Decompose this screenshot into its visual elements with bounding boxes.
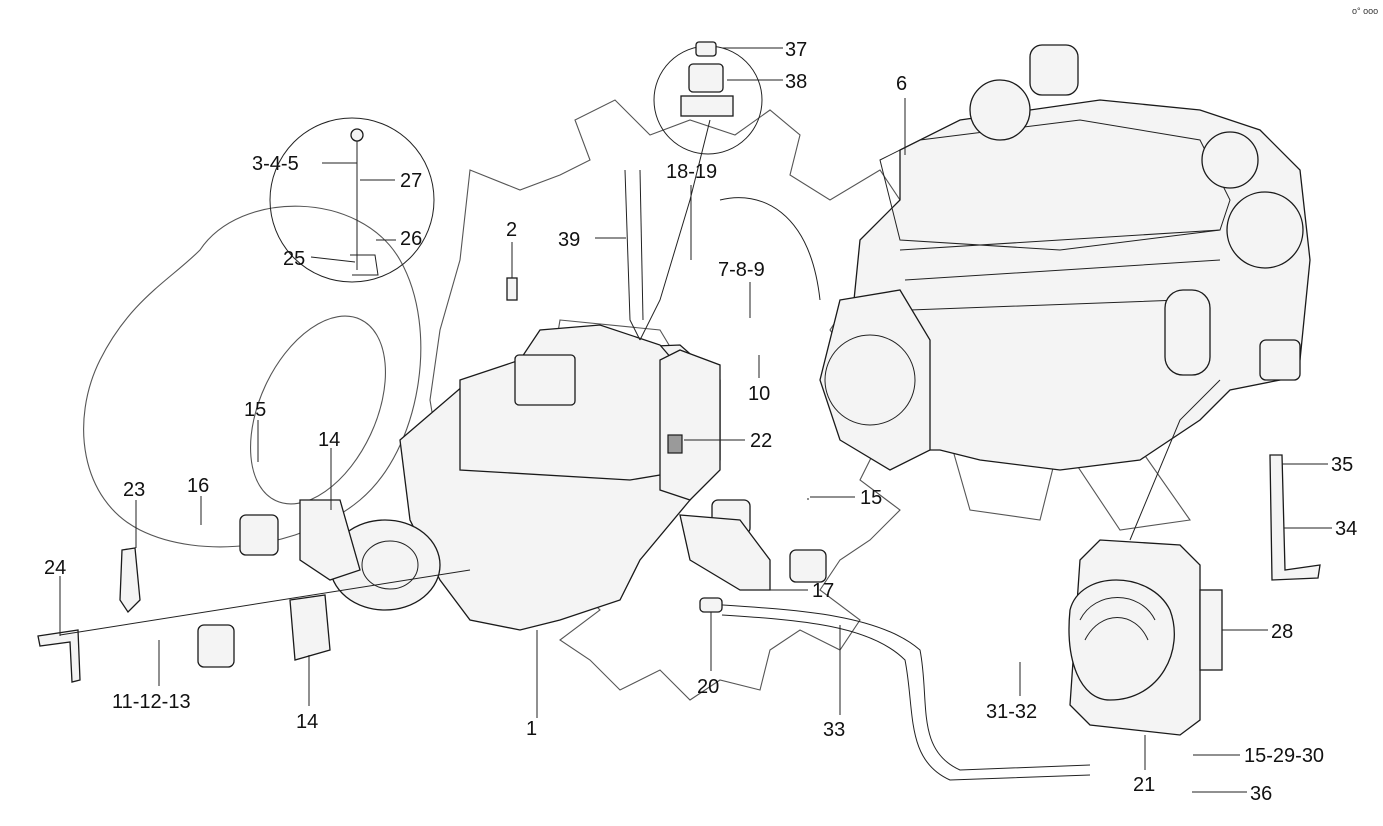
- engine: [819, 44, 1311, 471]
- callout-24: 24: [44, 557, 66, 579]
- mount-upper-left: [239, 514, 279, 556]
- callout-37: 37: [785, 39, 807, 61]
- bracket-24: [37, 629, 81, 683]
- sensor-cap: [695, 41, 717, 57]
- engine-pulley: [1226, 191, 1304, 269]
- dipstick: [350, 130, 379, 276]
- engine-flywheel-housing: [819, 289, 931, 471]
- fitting-20: [699, 597, 723, 613]
- callout-23: 23: [123, 479, 145, 501]
- engine-oil-filter: [1164, 289, 1211, 376]
- oil-cooler: [1068, 539, 1223, 736]
- callout-18-19: 18-19: [666, 161, 717, 183]
- bracket-17: [679, 514, 771, 591]
- hose-39: [624, 169, 641, 341]
- sensor-base: [680, 95, 734, 117]
- engine-flywheel: [824, 334, 916, 426]
- cooler-fan-guard: [1079, 597, 1156, 641]
- cooler-side-tank: [1199, 589, 1223, 671]
- breather-2: [506, 277, 518, 301]
- callout-15-top: 15: [244, 399, 266, 421]
- mounts: [37, 41, 1321, 683]
- callout-14-top: 14: [318, 429, 340, 451]
- detail-circle-dipstick: [269, 117, 435, 283]
- callout-15-29-30: 15-29-30: [1244, 745, 1324, 767]
- callout-21: 21: [1133, 774, 1155, 796]
- callout-26: 26: [400, 228, 422, 250]
- callout-25: 25: [283, 248, 305, 270]
- callout-27: 27: [400, 170, 422, 192]
- line-33-b: [721, 614, 1091, 781]
- callout-35: 35: [1331, 454, 1353, 476]
- callout-6: 6: [896, 73, 907, 95]
- engine-turbo: [969, 79, 1031, 141]
- callout-7-8-9: 7-8-9: [718, 259, 765, 281]
- engine-valve-cover: [879, 119, 1231, 251]
- callout-17: 17: [812, 580, 834, 602]
- callout-38: 38: [785, 71, 807, 93]
- callout-31-32: 31-32: [986, 701, 1037, 723]
- callout-28: 28: [1271, 621, 1293, 643]
- gearbox-connector: [667, 434, 683, 454]
- gearbox-bell-housing: [659, 349, 721, 501]
- callout-36: 36: [1250, 783, 1272, 805]
- corner-mark: o° ooo: [1352, 6, 1378, 16]
- gearbox-input-flange-inner: [361, 540, 419, 590]
- line-33: [721, 604, 1091, 771]
- line-18-19: [639, 119, 821, 341]
- line-cooler-return: [1129, 379, 1221, 541]
- callout-labels: 37 38 6 3-4-5 27 18-19 2 26 39 25 7-8-9 …: [44, 39, 1357, 805]
- long-rod: [59, 569, 471, 636]
- watermark-letter-o-inner: [250, 315, 386, 505]
- watermark-letter-o: [83, 205, 422, 548]
- bracket-14-upper: [299, 499, 361, 581]
- transmission: [329, 324, 721, 631]
- callout-34: 34: [1335, 518, 1357, 540]
- callout-16: 16: [187, 475, 209, 497]
- callout-1: 1: [526, 718, 537, 740]
- sensor-body: [688, 63, 724, 93]
- bracket-34: [1269, 454, 1321, 581]
- callout-11-12-13: 11-12-13: [112, 691, 191, 713]
- callout-15-mid: 15: [860, 487, 882, 509]
- callout-10: 10: [748, 383, 770, 405]
- callout-2: 2: [506, 219, 517, 241]
- engine-alternator: [1201, 131, 1259, 189]
- mount-lower-left: [197, 624, 235, 668]
- callout-3-4-5: 3-4-5: [252, 153, 299, 175]
- dipstick-cap: [350, 128, 364, 142]
- callout-20: 20: [697, 676, 719, 698]
- callout-39: 39: [558, 229, 580, 251]
- callout-22: 22: [750, 430, 772, 452]
- hose-39-b: [639, 169, 644, 321]
- mount-right-b: [789, 549, 827, 583]
- gearbox-valve-block: [514, 354, 576, 406]
- callout-14-bottom: 14: [296, 711, 318, 733]
- engine-air-inlet: [1029, 44, 1079, 96]
- leader-lines: [59, 47, 1332, 793]
- plate-23: [119, 547, 141, 614]
- bracket-14-lower: [289, 594, 331, 661]
- engine-mount-right: [1259, 339, 1301, 381]
- hoses: [59, 119, 1221, 781]
- engine-intake-manifold: [899, 229, 1221, 311]
- callout-33: 33: [823, 719, 845, 741]
